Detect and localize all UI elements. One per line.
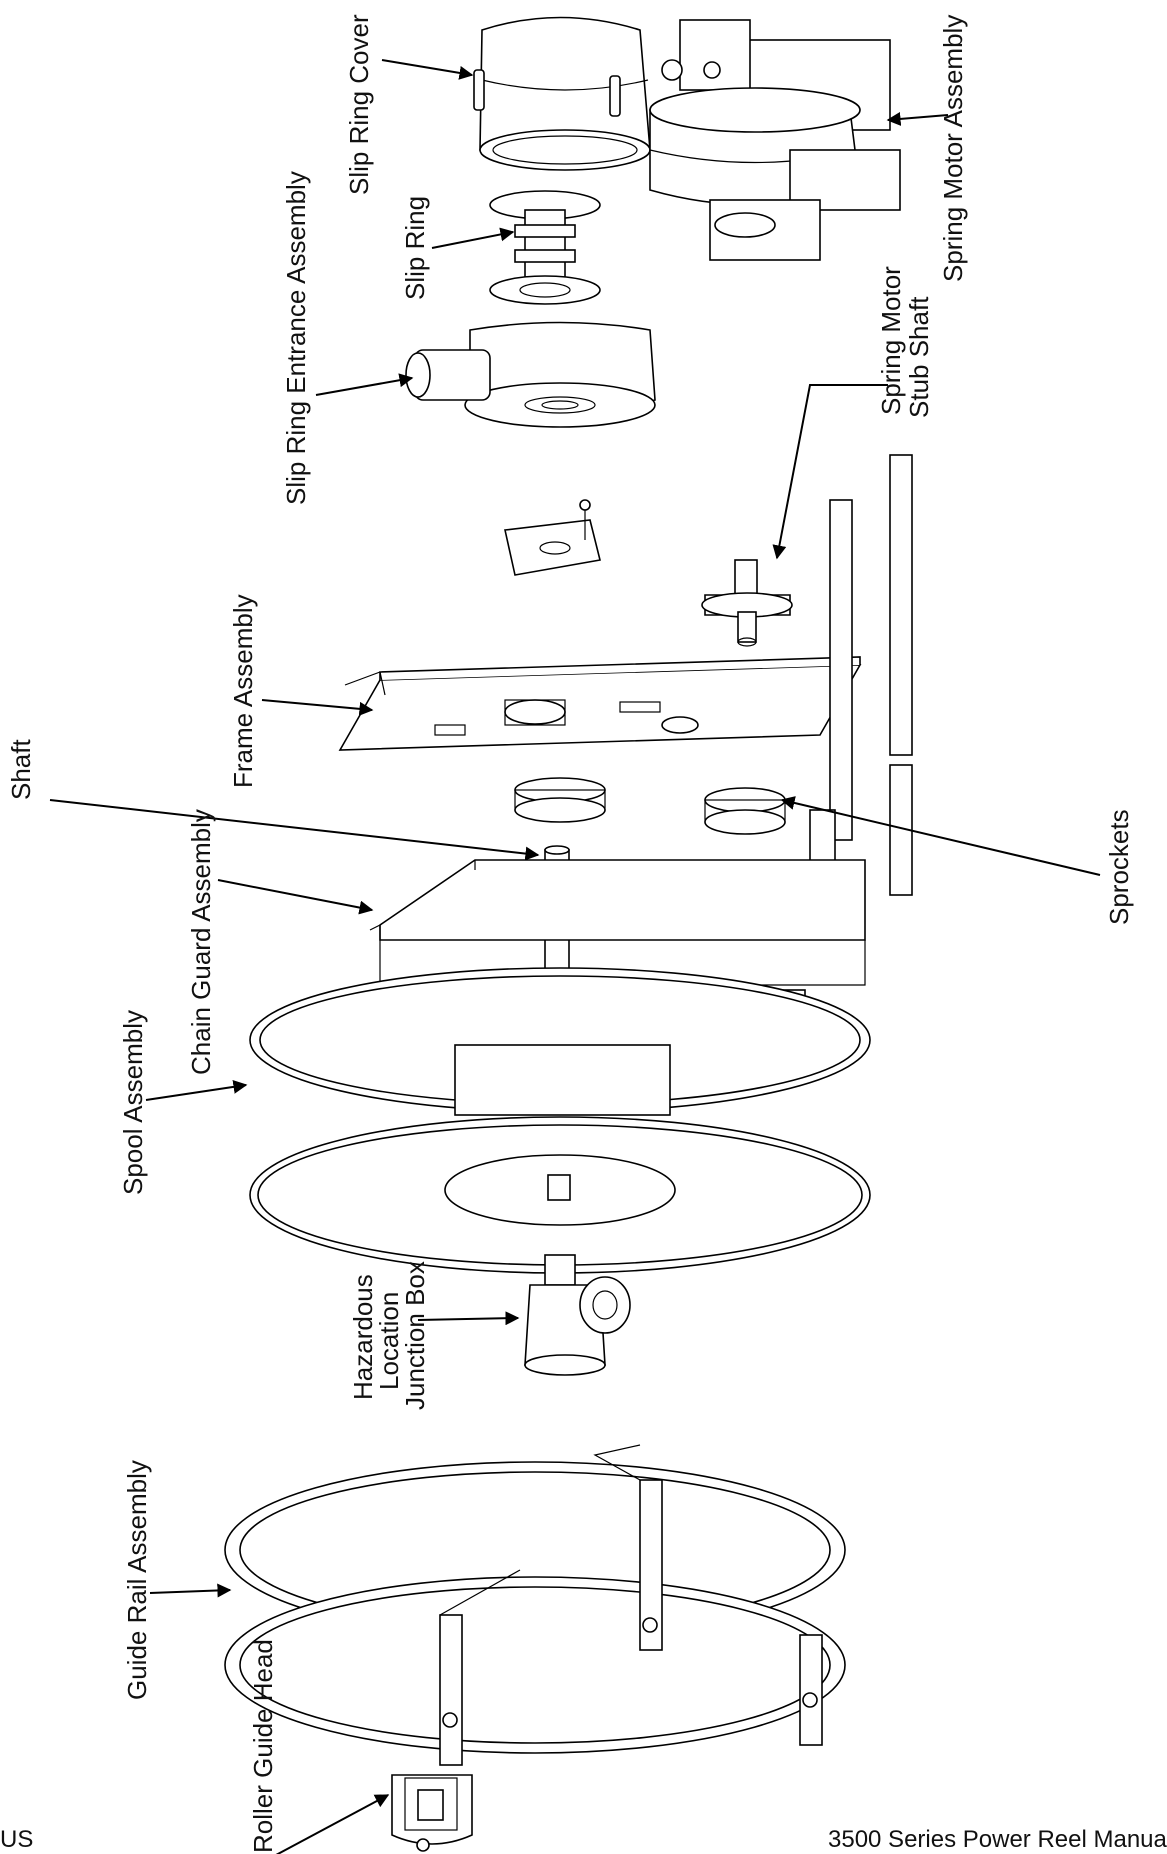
slip-ring-cover-part	[473, 16, 651, 171]
spool-assembly-part	[249, 967, 871, 1274]
label-spool-assembly: Spool Assembly	[118, 1010, 148, 1195]
roller-guide-head-part	[391, 1774, 473, 1852]
leader-slip-ring-entrance	[315, 373, 414, 396]
leader-sprockets	[780, 796, 1101, 876]
label-shaft: Shaft	[6, 739, 36, 800]
spring-motor-assembly-part	[649, 19, 901, 261]
bracket-part	[504, 499, 601, 576]
label-stub-shaft-line2: Stub Shaft	[904, 296, 934, 418]
leader-roller-guide-head	[275, 1794, 390, 1854]
leader-lines	[49, 59, 1101, 1854]
leader-chain-guard	[217, 879, 374, 915]
footer-left: US	[0, 1826, 34, 1853]
leader-shaft	[49, 799, 540, 861]
labels: Slip Ring Cover Spring Motor Assembly Sl…	[6, 14, 1134, 1853]
guide-rail-assembly-part	[224, 1444, 846, 1766]
label-slip-ring-cover: Slip Ring Cover	[344, 14, 374, 195]
label-guide-rail-assembly: Guide Rail Assembly	[122, 1460, 152, 1700]
hazardous-location-junction-box-part	[524, 1254, 631, 1376]
leader-hazardous-junction-box	[417, 1311, 520, 1326]
leader-frame-assembly	[261, 699, 374, 716]
label-hazardous-line3: Junction Box	[400, 1261, 430, 1410]
footer-right: 3500 Series Power Reel Manua	[828, 1826, 1167, 1853]
leader-slip-ring	[431, 227, 515, 249]
label-spring-motor-assembly: Spring Motor Assembly	[938, 15, 968, 282]
leader-spool-assembly	[145, 1079, 248, 1101]
label-stub-shaft-line1: Spring Motor	[876, 266, 906, 415]
leader-slip-ring-cover	[381, 59, 474, 80]
frame-assembly-part	[338, 454, 913, 911]
slip-ring-entrance-assembly-part	[405, 321, 656, 428]
label-hazardous-line2: Location	[374, 1292, 404, 1390]
label-sprockets: Sprockets	[1104, 809, 1134, 925]
slip-ring-part	[489, 190, 601, 305]
label-hazardous-line1: Hazardous	[348, 1274, 378, 1400]
sprockets-part	[514, 777, 786, 835]
label-slip-ring-entrance-assembly: Slip Ring Entrance Assembly	[281, 171, 311, 505]
label-roller-guide-head: Roller Guide Head	[248, 1639, 278, 1853]
leader-spring-motor-assembly	[886, 111, 949, 126]
label-slip-ring: Slip Ring	[400, 196, 430, 300]
spring-motor-stub-shaft-part	[701, 559, 793, 647]
leader-guide-rail	[149, 1583, 232, 1598]
label-chain-guard-assembly: Chain Guard Assembly	[186, 809, 216, 1075]
leader-stub-shaft	[772, 384, 888, 560]
label-frame-assembly: Frame Assembly	[228, 594, 258, 788]
